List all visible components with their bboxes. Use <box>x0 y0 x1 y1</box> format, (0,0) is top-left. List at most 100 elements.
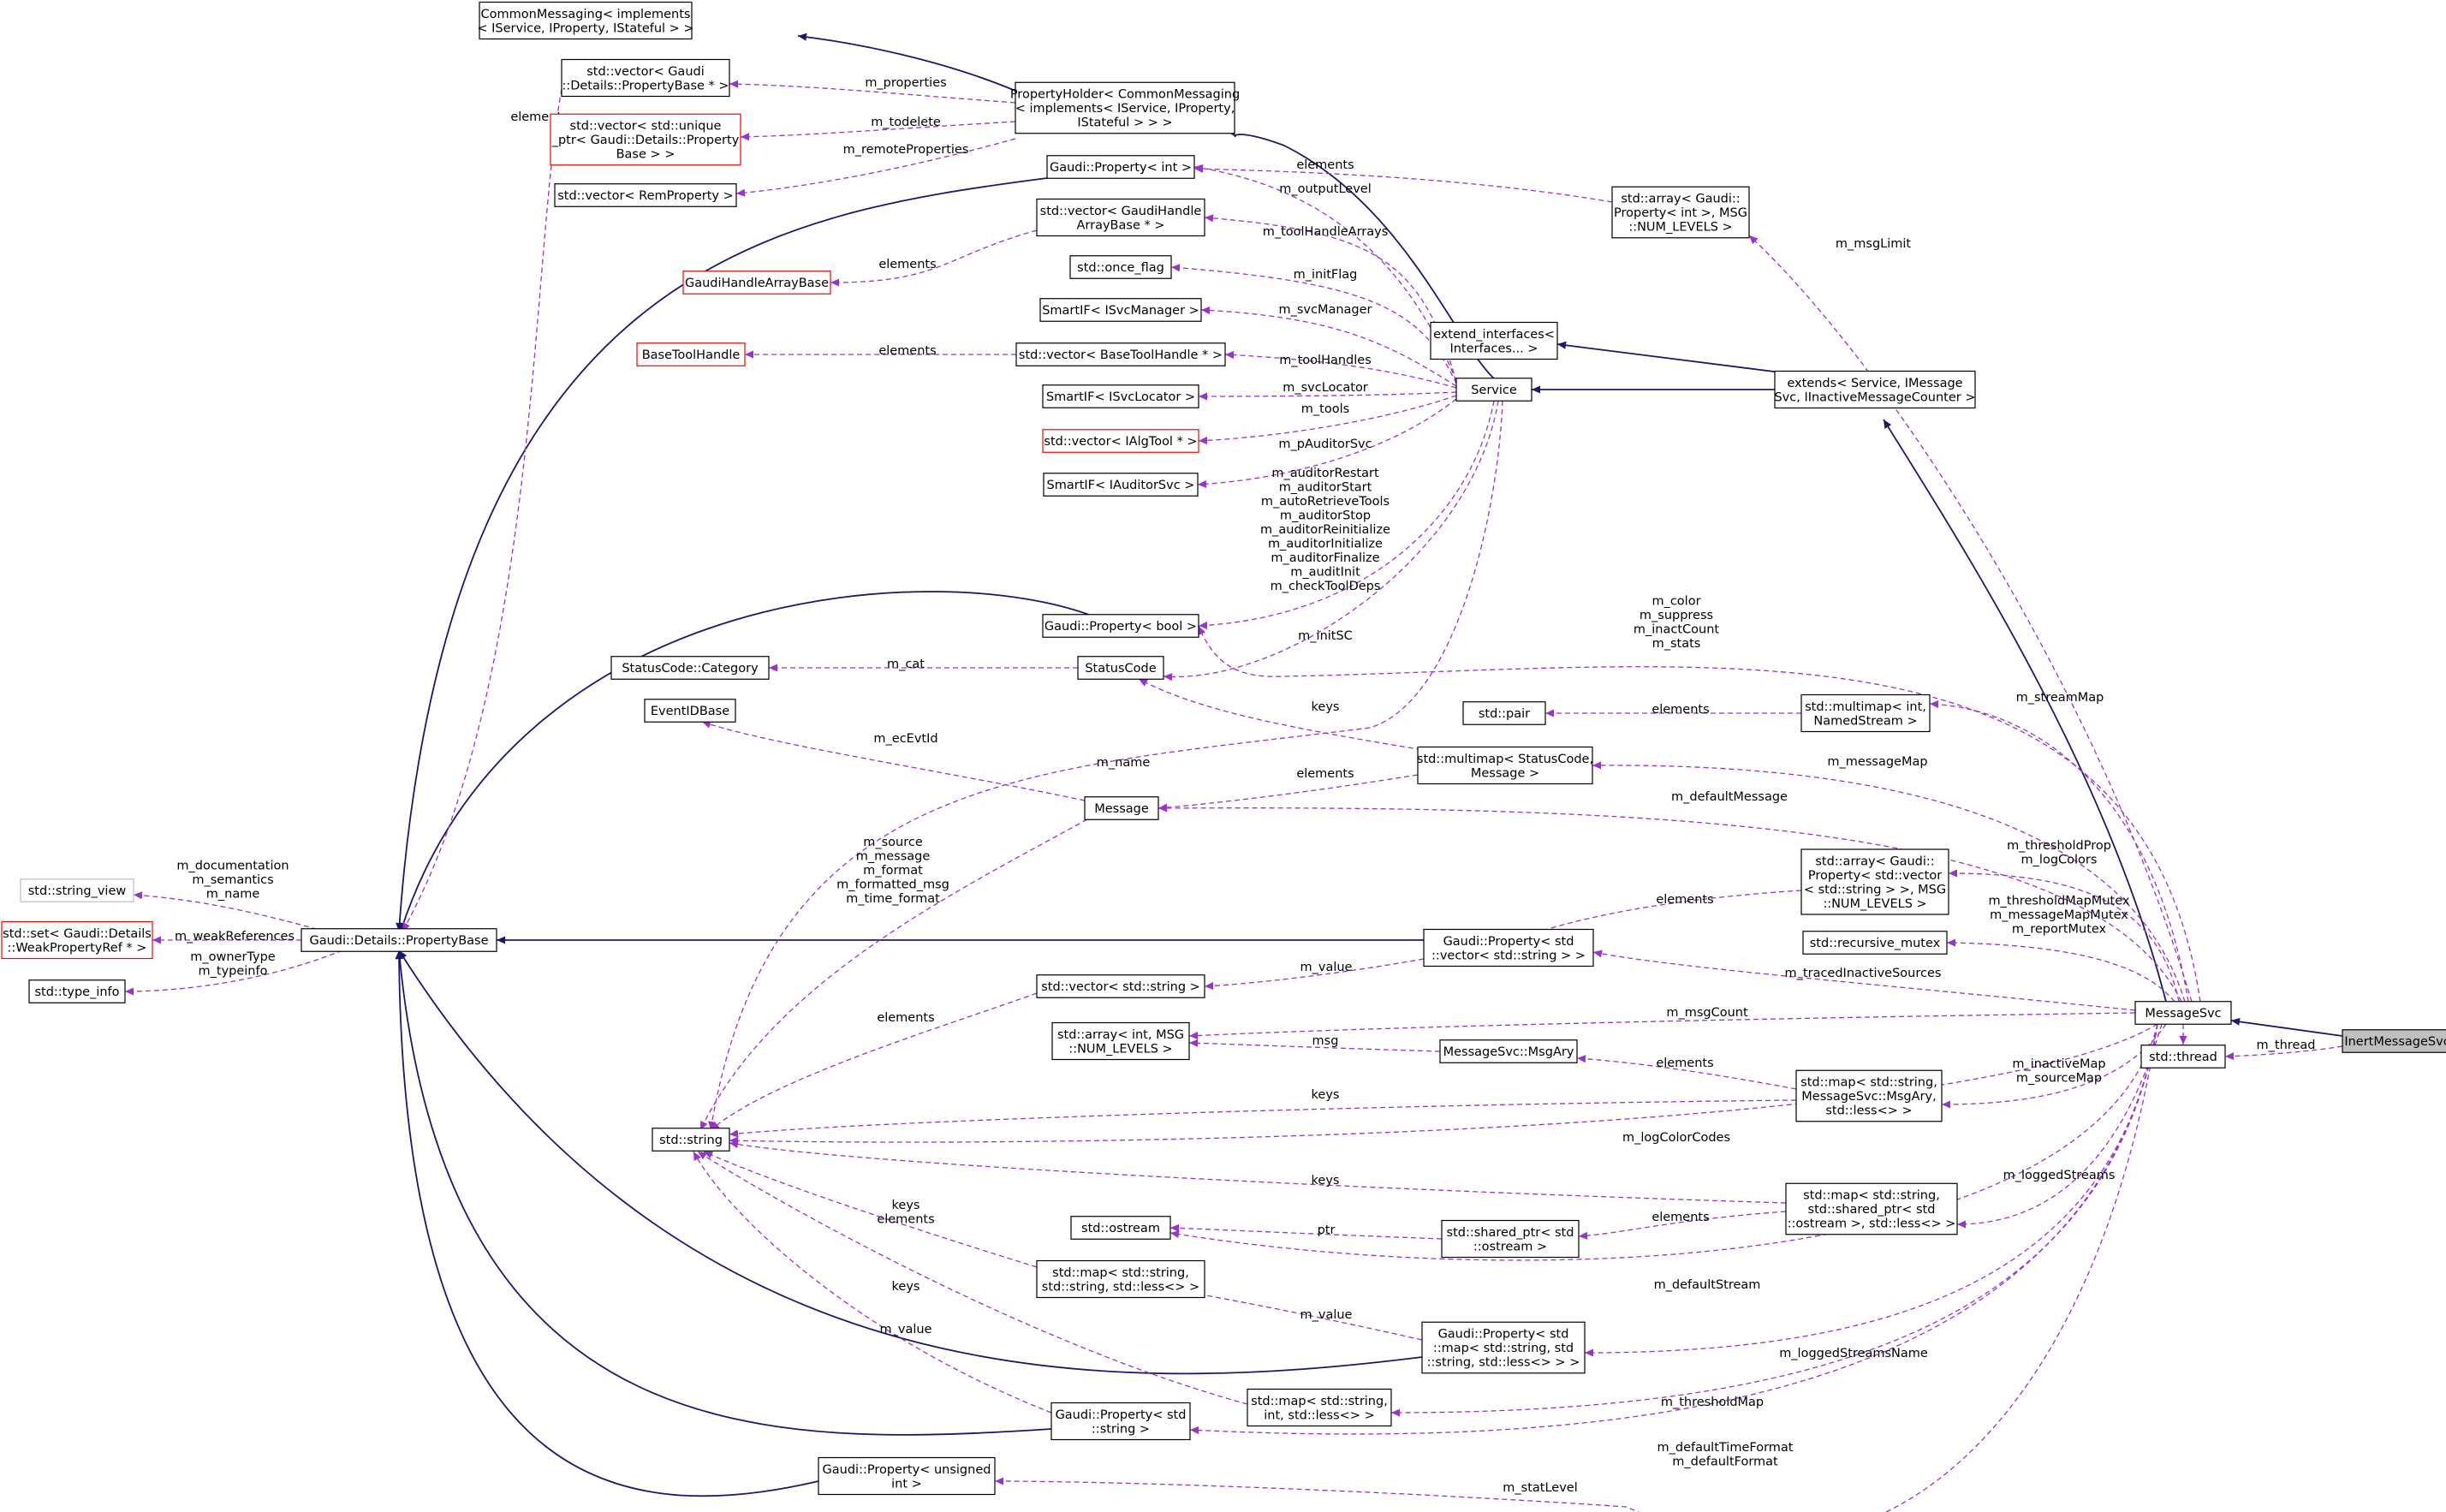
edge-label-line: elements <box>877 1212 934 1226</box>
class-node-label-line: Message > <box>1471 766 1539 780</box>
class-node-message[interactable]: Message <box>1084 796 1159 820</box>
class-node-label: extend_interfaces<Interfaces... > <box>1433 328 1555 356</box>
usage-edge-messagesvc-to-prop_vector_string <box>1592 949 2136 1011</box>
usage-edge-map_string_string-to-std_string <box>703 1151 1038 1268</box>
class-node-label: std::vector< RemProperty > <box>557 189 734 203</box>
class-node-common_messaging[interactable]: CommonMessaging< implements< IService, I… <box>477 1 694 40</box>
class-node-box <box>1441 1219 1580 1259</box>
class-node-label-line: Base > > <box>616 148 675 162</box>
class-node-vector_basetoolhandle[interactable]: std::vector< BaseToolHandle * > <box>1015 342 1226 366</box>
class-node-smartif_isvclocator[interactable]: SmartIF< ISvcLocator > <box>1042 384 1199 408</box>
class-node-extend_interfaces[interactable]: extend_interfaces<Interfaces... > <box>1430 321 1558 360</box>
edge-label-service-to-statuscode: m_initSC <box>1298 629 1353 643</box>
class-node-label: Gaudi::Property< bool > <box>1044 620 1197 634</box>
class-node-prop_string[interactable]: Gaudi::Property< std::string > <box>1050 1402 1191 1441</box>
edge-label-line: m_thread <box>2257 1039 2316 1052</box>
class-node-service[interactable]: Service <box>1455 378 1532 402</box>
class-node-map_shared_ptr[interactable]: std::map< std::string,std::shared_ptr< s… <box>1785 1182 1958 1235</box>
class-node-property_holder[interactable]: PropertyHolder< CommonMessaging< impleme… <box>1010 81 1240 134</box>
edge-label-line: m_initSC <box>1298 629 1353 643</box>
inheritance-edge-prop_map-to-propertybase <box>398 949 1423 1375</box>
class-node-label-line: Gaudi::Property< std <box>1056 1408 1187 1422</box>
class-node-prop_map[interactable]: Gaudi::Property< std::map< std::string, … <box>1421 1321 1586 1374</box>
edge-label-service-to-vector_ialgtool: m_tools <box>1301 402 1349 416</box>
edge-label-line: m_thresholdProp <box>2007 839 2111 853</box>
class-node-label: std::map< std::string,MessageSvc::MsgAry… <box>1800 1076 1937 1118</box>
class-node-label: EventIDBase <box>651 705 729 718</box>
class-node-box <box>652 1128 730 1152</box>
usage-edge-service-to-once_flag <box>1170 264 1457 384</box>
edge-label-line: m_toolHandleArrays <box>1263 225 1389 239</box>
class-node-prop_vector_string[interactable]: Gaudi::Property< std::vector< std::strin… <box>1423 928 1594 967</box>
class-node-msgary[interactable]: MessageSvc::MsgAry <box>1439 1039 1578 1063</box>
class-node-vector_unique_ptr[interactable]: std::vector< std::unique_ptr< Gaudi::Det… <box>550 113 741 166</box>
edge-label-line: m_auditorFinalize <box>1271 551 1379 565</box>
class-node-array_prop_vector[interactable]: std::array< Gaudi::Property< std::vector… <box>1800 848 1949 915</box>
class-node-inertmessagesvc[interactable]: InertMessageSvc <box>2342 1029 2446 1053</box>
class-node-statuscode[interactable]: StatusCode <box>1077 656 1164 680</box>
class-node-prop_int[interactable]: Gaudi::Property< int > <box>1046 155 1195 179</box>
class-node-map_msgary[interactable]: std::map< std::string,MessageSvc::MsgAry… <box>1795 1069 1943 1122</box>
class-node-multimap_statuscode[interactable]: std::multimap< StatusCode,Message > <box>1417 746 1593 785</box>
edge-label-line: m_inactCount <box>1634 622 1720 636</box>
class-node-shared_ptr_ostream[interactable]: std::shared_ptr< std::ostream > <box>1441 1219 1580 1259</box>
class-node-label-line: CommonMessaging< implements <box>481 8 691 21</box>
class-node-eventidbase[interactable]: EventIDBase <box>644 699 736 723</box>
class-node-set_weakref[interactable]: std::set< Gaudi::Details::WeakPropertyRe… <box>1 920 153 960</box>
class-node-box <box>554 183 737 207</box>
class-node-label-line: std::pair <box>1479 707 1530 721</box>
class-node-prop_bool[interactable]: Gaudi::Property< bool > <box>1042 614 1199 638</box>
class-node-box <box>301 928 497 952</box>
class-node-gaudihandle_arraybase[interactable]: GaudiHandleArrayBase <box>682 271 831 295</box>
class-node-std_string[interactable]: std::string <box>652 1128 730 1152</box>
class-node-label-line: Gaudi::Property< unsigned <box>823 1463 991 1477</box>
class-node-std_ostream[interactable]: std::ostream <box>1070 1216 1171 1240</box>
class-node-box <box>1421 1321 1586 1374</box>
class-node-type_info[interactable]: std::type_info <box>28 979 126 1003</box>
class-node-label-line: Gaudi::Property< int > <box>1050 161 1192 175</box>
class-node-label-line: ::NUM_LEVELS > <box>1068 1042 1172 1056</box>
class-node-string_view[interactable]: std::string_view <box>20 878 134 902</box>
class-node-array_prop_int[interactable]: std::array< Gaudi::Property< int >, MSG:… <box>1611 186 1750 239</box>
usage-edge-messagesvc-to-std_string <box>729 1023 2158 1145</box>
class-node-messagesvc[interactable]: MessageSvc <box>2134 1001 2232 1025</box>
class-node-vector_remprop[interactable]: std::vector< RemProperty > <box>554 183 737 207</box>
class-node-vector_ialgtool[interactable]: std::vector< IAlgTool * > <box>1042 429 1199 453</box>
class-node-label-line: InertMessageSvc <box>2344 1035 2446 1049</box>
edge-label-line: m_svcLocator <box>1283 381 1368 395</box>
class-node-basetoolhandle[interactable]: BaseToolHandle <box>636 342 746 366</box>
class-node-map_string_string[interactable]: std::map< std::string,std::string, std::… <box>1036 1259 1205 1299</box>
class-node-box <box>818 1456 996 1496</box>
edge-label-line: elements <box>1651 703 1709 717</box>
edge-label-line: m_source <box>863 836 923 849</box>
edge-label-line: m_auditorStop <box>1280 509 1371 523</box>
class-node-label-line: std::map< std::string, <box>1052 1266 1189 1280</box>
class-node-statuscode_category[interactable]: StatusCode::Category <box>610 656 770 680</box>
class-node-box <box>1036 1259 1205 1299</box>
class-node-smartif_isvcmanager[interactable]: SmartIF< ISvcManager > <box>1039 298 1202 322</box>
class-node-map_string_int[interactable]: std::map< std::string,int, std::less<> > <box>1247 1388 1392 1427</box>
class-node-vector_string[interactable]: std::vector< std::string > <box>1036 974 1205 998</box>
class-node-label: Gaudi::Property< std::string > <box>1056 1408 1187 1437</box>
class-node-recursive_mutex[interactable]: std::recursive_mutex <box>1802 931 1948 955</box>
class-node-propertybase[interactable]: Gaudi::Details::PropertyBase <box>301 928 497 952</box>
usage-edge-map_shared_ptr-to-std_string <box>729 1140 1787 1204</box>
class-node-once_flag[interactable]: std::once_flag <box>1069 255 1172 279</box>
class-node-label: std::set< Gaudi::Details::WeakPropertyRe… <box>3 927 152 955</box>
class-node-label-line: std::recursive_mutex <box>1810 937 1941 950</box>
class-node-array_int[interactable]: std::array< int, MSG::NUM_LEVELS > <box>1051 1021 1190 1061</box>
class-node-smartif_iauditorsvc[interactable]: SmartIF< IAuditorSvc > <box>1043 473 1199 497</box>
class-node-std_thread[interactable]: std::thread <box>2140 1045 2226 1069</box>
class-node-label-line: std::map< std::string, <box>1803 1189 1940 1203</box>
usage-edge-map_msgary-to-std_string <box>729 1099 1797 1138</box>
class-node-multimap_namedstream[interactable]: std::multimap< int,NamedStream > <box>1800 693 1931 733</box>
class-node-std_pair[interactable]: std::pair <box>1462 701 1546 725</box>
class-node-label-line: ::ostream >, std::less<> > <box>1788 1217 1956 1231</box>
class-node-label: std::shared_ptr< std::ostream > <box>1447 1226 1574 1254</box>
class-node-vector_propertybase[interactable]: std::vector< Gaudi::Details::PropertyBas… <box>561 58 730 98</box>
